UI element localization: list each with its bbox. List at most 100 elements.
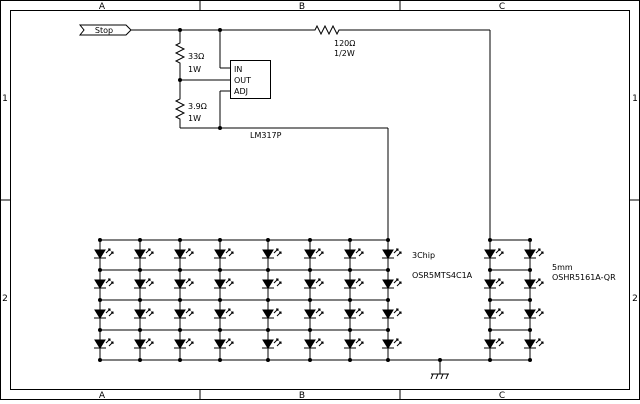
junction-dot: [178, 268, 182, 272]
junction-dot: [348, 328, 352, 332]
junction-dot: [348, 298, 352, 302]
junction-dot: [218, 298, 222, 302]
junction-dot: [98, 238, 102, 242]
led-group-2-line2: OSHR5161A-QR: [552, 273, 616, 282]
junction-dot: [218, 328, 222, 332]
resistor-r3: [312, 24, 340, 36]
led: [134, 270, 154, 300]
junction-dot: [528, 268, 532, 272]
junction-dot: [138, 238, 142, 242]
junction-dot: [98, 358, 102, 362]
led: [262, 300, 282, 330]
inner-border: [10, 10, 630, 390]
led: [344, 270, 364, 300]
junction-dot: [308, 298, 312, 302]
zone-label-left: 2: [2, 294, 8, 304]
led: [214, 300, 234, 330]
led: [174, 270, 194, 300]
junction-dot: [488, 268, 492, 272]
junction-dot: [308, 328, 312, 332]
zone-label-right: 2: [632, 294, 638, 304]
junction-dot: [488, 238, 492, 242]
led: [484, 330, 504, 360]
led: [94, 270, 114, 300]
junction-dot: [386, 268, 390, 272]
led: [214, 240, 234, 270]
led: [344, 240, 364, 270]
led: [214, 270, 234, 300]
junction-dot: [266, 298, 270, 302]
resistor-r2: [174, 96, 186, 120]
junction-dot: [308, 268, 312, 272]
led: [524, 330, 544, 360]
junction-dot: [308, 358, 312, 362]
junction-dot: [218, 358, 222, 362]
zone-label-right: 1: [632, 94, 638, 104]
net-label-stop: Stop: [78, 24, 132, 36]
led: [304, 270, 324, 300]
r3-power: 1/2W: [334, 49, 355, 58]
junction-dot: [138, 268, 142, 272]
led: [344, 330, 364, 360]
led: [94, 240, 114, 270]
r3-value: 120Ω: [334, 39, 355, 48]
led: [94, 300, 114, 330]
zone-label-top: B: [299, 2, 305, 12]
junction-dot: [386, 238, 390, 242]
junction-dot: [218, 238, 222, 242]
junction-dot: [528, 358, 532, 362]
junction-dot: [488, 328, 492, 332]
junction-dot: [178, 238, 182, 242]
r2-value: 3.9Ω: [188, 102, 207, 111]
led: [484, 300, 504, 330]
led: [484, 240, 504, 270]
junction-dot: [178, 298, 182, 302]
led-group-1-line2: OSR5MTS4C1A: [412, 271, 473, 280]
zone-label-top: C: [499, 2, 505, 12]
net-label-text: Stop: [95, 26, 113, 35]
junction-dot: [178, 328, 182, 332]
led: [174, 300, 194, 330]
led: [524, 240, 544, 270]
junction-dot: [178, 358, 182, 362]
led: [174, 330, 194, 360]
zone-label-left: 1: [2, 94, 8, 104]
led: [134, 330, 154, 360]
led: [382, 300, 402, 330]
r1-value: 33Ω: [188, 52, 204, 61]
led: [304, 240, 324, 270]
junction-dot: [98, 268, 102, 272]
resistor-r1: [174, 40, 186, 64]
junction-dot: [528, 298, 532, 302]
led: [382, 270, 402, 300]
led: [134, 240, 154, 270]
junction-dot: [308, 238, 312, 242]
led-group-2-line1: 5mm: [552, 263, 573, 272]
led: [382, 330, 402, 360]
led: [262, 330, 282, 360]
junction-dot: [98, 298, 102, 302]
led: [524, 270, 544, 300]
ground-symbol: [430, 358, 449, 380]
led: [304, 330, 324, 360]
led: [94, 330, 114, 360]
zone-label-top: A: [99, 2, 106, 12]
zone-label-bottom: A: [99, 391, 106, 400]
led: [304, 300, 324, 330]
junction-dot: [488, 298, 492, 302]
regulator-pin-adj: ADJ: [234, 87, 248, 96]
led: [134, 300, 154, 330]
led-group-1-line1: 3Chip: [412, 251, 435, 260]
junction-dot: [348, 358, 352, 362]
led: [484, 270, 504, 300]
led-array-5mm: [484, 240, 544, 360]
led: [262, 270, 282, 300]
junction-dot: [386, 298, 390, 302]
junction-dot: [386, 328, 390, 332]
junction-dot: [266, 268, 270, 272]
led: [382, 240, 402, 270]
junction-dot: [138, 358, 142, 362]
junction-dot: [98, 328, 102, 332]
